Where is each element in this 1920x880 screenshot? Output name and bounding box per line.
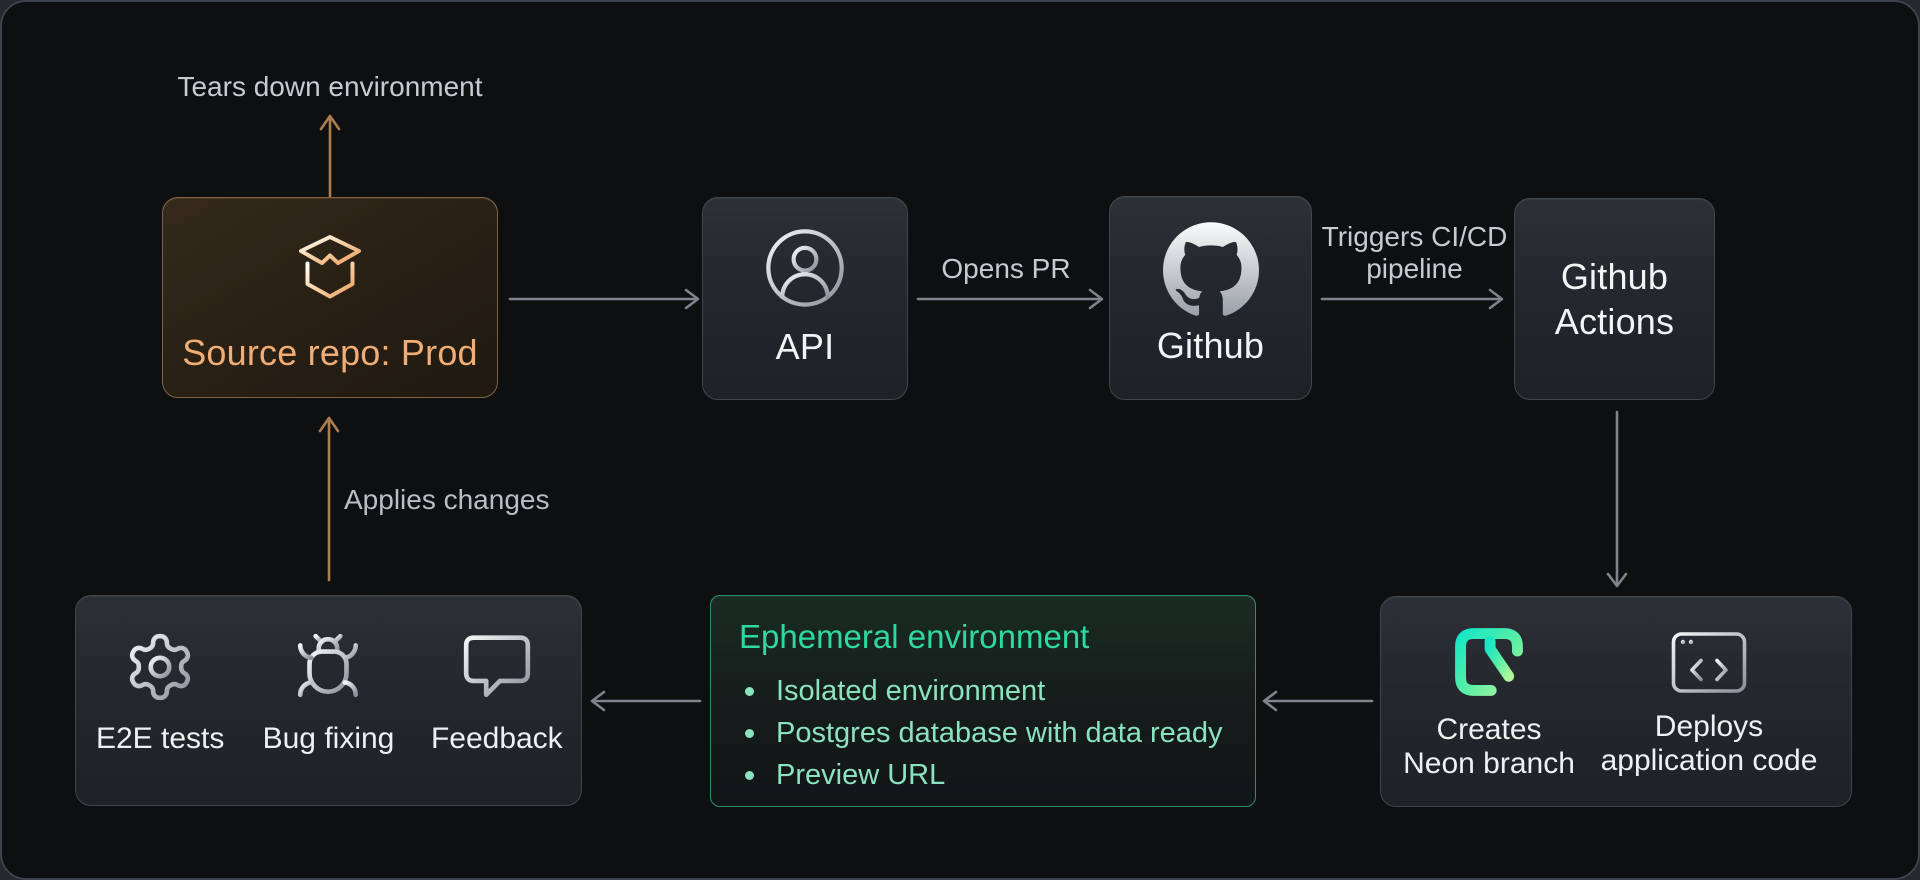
api-label: API: [775, 326, 835, 367]
speech-bubble-icon: [463, 635, 530, 698]
open-package-icon: [299, 235, 361, 299]
arrow-left-deploy-to-ephemeral-icon: [1262, 690, 1374, 712]
feedback-label: Feedback: [430, 722, 563, 755]
ephemeral-feature-list: Isolated environment Postgres database w…: [739, 670, 1223, 796]
opens-pr-label: Opens PR: [941, 253, 1071, 284]
neon-logo-icon: [1455, 628, 1523, 696]
node-github-actions: Github Actions: [1514, 198, 1715, 400]
qa-item-e2e-tests: E2E tests: [80, 630, 240, 756]
browser-code-icon: [1671, 632, 1747, 693]
qa-item-bug-fixing: Bug fixing: [248, 630, 408, 756]
ephemeral-bullet: Isolated environment: [776, 674, 1046, 707]
ephemeral-bullet: Postgres database with data ready: [776, 716, 1223, 749]
bug-icon: [295, 633, 362, 698]
arrow-down-actions-to-deploy-icon: [1606, 410, 1628, 588]
pipeline-output-neon-branch: Creates Neon branch: [1394, 627, 1584, 780]
bullet-dot-icon: [745, 686, 754, 696]
arrow-up-applies-changes-icon: [318, 416, 340, 582]
neon-branch-label: Creates Neon branch: [1403, 713, 1575, 780]
e2e-tests-label: E2E tests: [95, 722, 225, 755]
deploy-code-label: Deploys application code: [1600, 710, 1818, 777]
list-item: Preview URL: [739, 754, 1223, 796]
pipeline-output-deploy: Deploys application code: [1584, 627, 1834, 780]
arrow-right-github-to-actions-icon: [1320, 288, 1504, 310]
source-repo-label: Source repo: Prod: [182, 332, 478, 373]
qa-item-feedback: Feedback: [417, 630, 577, 756]
list-item: Postgres database with data ready: [739, 712, 1223, 754]
github-actions-label: Github Actions: [1554, 256, 1675, 342]
applies-changes-label: Applies changes: [344, 484, 550, 515]
arrow-left-ephemeral-to-qa-icon: [590, 690, 702, 712]
gear-icon: [130, 633, 191, 701]
bug-fixing-label: Bug fixing: [262, 722, 395, 755]
node-qa-loop: E2E tests Bug fixing: [75, 595, 582, 806]
node-ephemeral-environment: Ephemeral environment Isolated environme…: [710, 595, 1256, 807]
github-label: Github: [1156, 325, 1265, 366]
ephemeral-bullet: Preview URL: [776, 758, 946, 791]
arrow-up-teardown-icon: [319, 114, 341, 202]
tears-down-label: Tears down environment: [177, 71, 483, 102]
arrow-right-api-to-github-icon: [916, 288, 1104, 310]
node-pipeline-outputs: Creates Neon branch Deploys a: [1380, 596, 1852, 807]
bullet-dot-icon: [745, 728, 754, 738]
ephemeral-environment-title: Ephemeral environment: [739, 618, 1090, 655]
bullet-dot-icon: [745, 770, 754, 780]
node-source-repo: Source repo: Prod: [162, 197, 498, 398]
triggers-cicd-label: Triggers CI/CD pipeline: [1321, 221, 1508, 285]
user-circle-icon: [766, 229, 844, 307]
node-github: Github: [1109, 196, 1312, 400]
github-logo-icon: [1162, 222, 1259, 316]
list-item: Isolated environment: [739, 670, 1223, 712]
node-api: API: [702, 197, 908, 400]
arrow-right-source-to-api-icon: [508, 288, 700, 310]
